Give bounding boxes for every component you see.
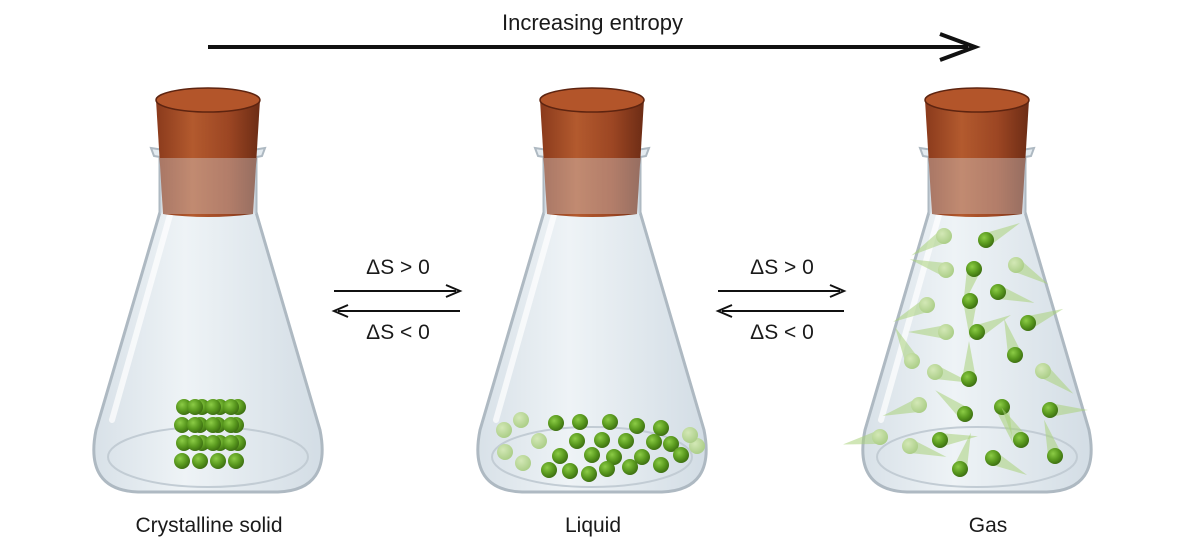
particle-liquid [497,444,513,460]
particle-liquid [646,434,662,450]
particle-solid [205,435,221,451]
particle-liquid [629,418,645,434]
delta-s-negative-label-2: ΔS < 0 [750,321,814,344]
particle-liquid [653,420,669,436]
particle-liquid [572,414,588,430]
particle-gas [904,353,920,369]
particle-liquid [599,461,615,477]
particle-liquid [541,462,557,478]
particle-liquid [581,466,597,482]
particle-solid [223,399,239,415]
particle-liquid [618,433,634,449]
particle-liquid [594,432,610,448]
particle-solid [223,435,239,451]
particle-gas [990,284,1006,300]
particle-solid [176,435,192,451]
particle-gas [952,461,968,477]
particle-liquid [682,427,698,443]
particle-liquid [653,457,669,473]
particle-liquid [673,447,689,463]
delta-s-positive-label-2: ΔS > 0 [750,256,814,279]
particle-liquid [496,422,512,438]
particle-gas [936,228,952,244]
diagram-title: Increasing entropy [502,10,683,35]
cork-stopper [924,87,1030,217]
particle-liquid [548,415,564,431]
particle-solid [187,399,203,415]
particle-liquid [569,433,585,449]
particle-gas [962,293,978,309]
delta-s-negative-label-1: ΔS < 0 [366,321,430,344]
increasing-entropy-arrow [208,32,981,62]
particle-solid [223,417,239,433]
flask-base [491,426,693,488]
particle-gas [1020,315,1036,331]
particle-solid [205,417,221,433]
particle-liquid [515,455,531,471]
particle-liquid [531,433,547,449]
particle-solid [176,399,192,415]
particle-gas [1008,257,1024,273]
particle-liquid [663,436,679,452]
particle-gas [919,297,935,313]
flask-liquid [476,87,708,494]
particle-gas [961,371,977,387]
delta-s-positive-label-1: ΔS > 0 [366,256,430,279]
flask-label-gas: Gas [968,514,1008,537]
particle-solid [187,435,203,451]
particle-solid [205,399,221,415]
particle-gas [969,324,985,340]
particle-liquid [606,449,622,465]
particle-gas [1047,448,1063,464]
particle-gas [927,364,943,380]
particle-liquid [513,412,529,428]
flask-glass [476,150,708,494]
particle-solid [210,453,226,469]
equilibrium-arrows-solid-liquid [331,284,463,318]
particle-solid [192,453,208,469]
equilibrium-arrows-liquid-gas [715,284,847,318]
particle-gas [978,232,994,248]
flask-base [876,426,1078,488]
flask-label-crystalline-solid: Crystalline solid [135,514,283,537]
flask-glass [92,150,324,494]
particle-liquid [552,448,568,464]
particle-gas [902,438,918,454]
particle-liquid [634,449,650,465]
particle-gas [1035,363,1051,379]
particle-solid [174,453,190,469]
particle-liquid [602,414,618,430]
particle-liquid [584,447,600,463]
particle-solid [228,453,244,469]
particle-gas [957,406,973,422]
particle-gas [938,324,954,340]
particle-solid [174,417,190,433]
particle-gas [932,432,948,448]
particle-gas [994,399,1010,415]
flask-gas [861,87,1093,494]
flask-crystalline-solid [92,87,324,494]
particle-gas [911,397,927,413]
particle-gas [1042,402,1058,418]
particle-liquid [562,463,578,479]
particle-gas [985,450,1001,466]
particle-gas [1013,432,1029,448]
particle-solid [187,417,203,433]
particle-gas [938,262,954,278]
cork-stopper [539,87,645,217]
particle-gas [1007,347,1023,363]
particle-gas [966,261,982,277]
flask-label-liquid: Liquid [564,514,622,537]
cork-stopper [155,87,261,217]
particle-liquid [622,459,638,475]
particle-gas [872,429,888,445]
